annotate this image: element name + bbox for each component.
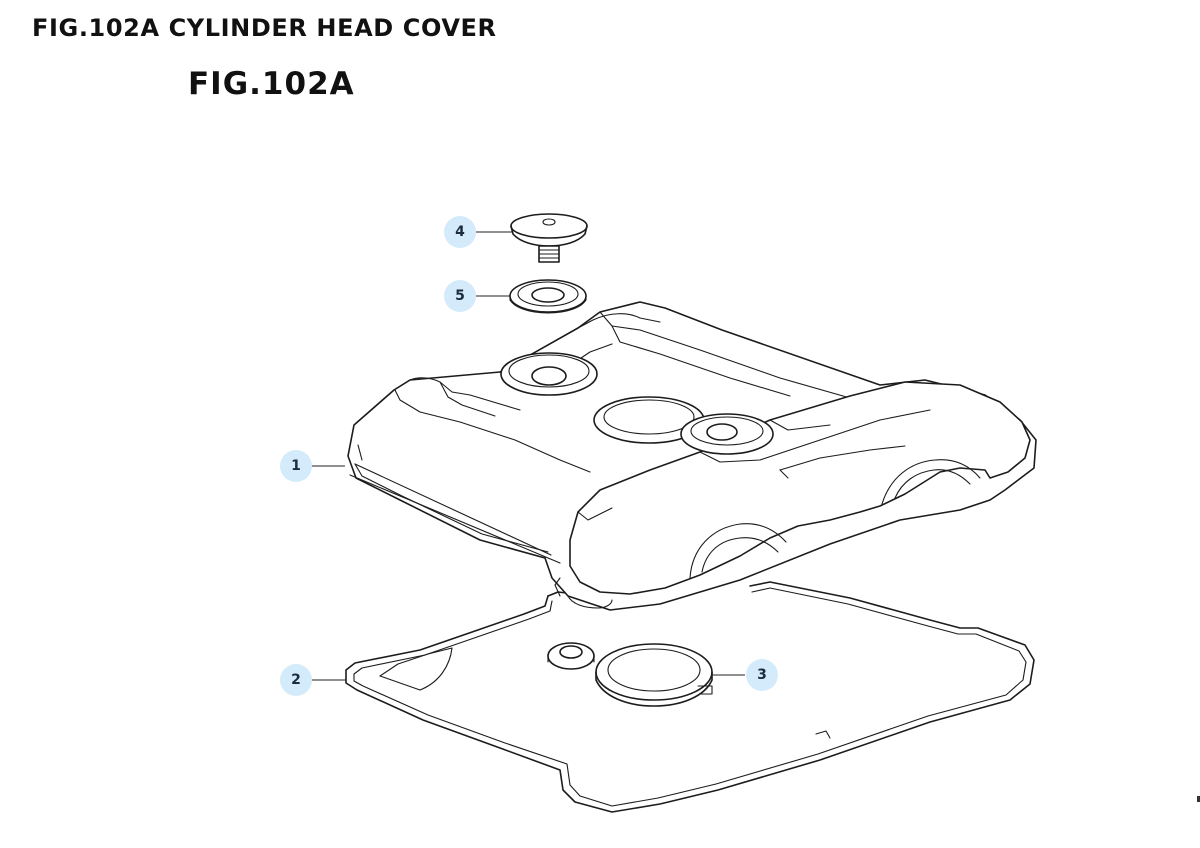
callout-3[interactable]: 3 [746,659,778,691]
page-header: FIG.102A CYLINDER HEAD COVER [32,14,497,42]
callout-5-label: 5 [455,288,465,304]
figure-title: FIG.102A [188,66,355,102]
part-3-plug-seal[interactable] [547,642,713,707]
part-5-seal-washer[interactable] [509,279,587,314]
part-1-cylinder-head-cover[interactable] [347,301,1037,611]
callout-3-label: 3 [757,667,767,683]
callout-4[interactable]: 4 [444,216,476,248]
callout-2-label: 2 [291,672,301,688]
edge-mark [1197,796,1200,802]
callout-4-label: 4 [455,224,465,240]
part-2-gasket[interactable] [345,581,1035,813]
callout-1-label: 1 [291,458,301,474]
callout-5[interactable]: 5 [444,280,476,312]
callout-1[interactable]: 1 [280,450,312,482]
part-4-bolt[interactable] [510,213,588,263]
callout-2[interactable]: 2 [280,664,312,696]
